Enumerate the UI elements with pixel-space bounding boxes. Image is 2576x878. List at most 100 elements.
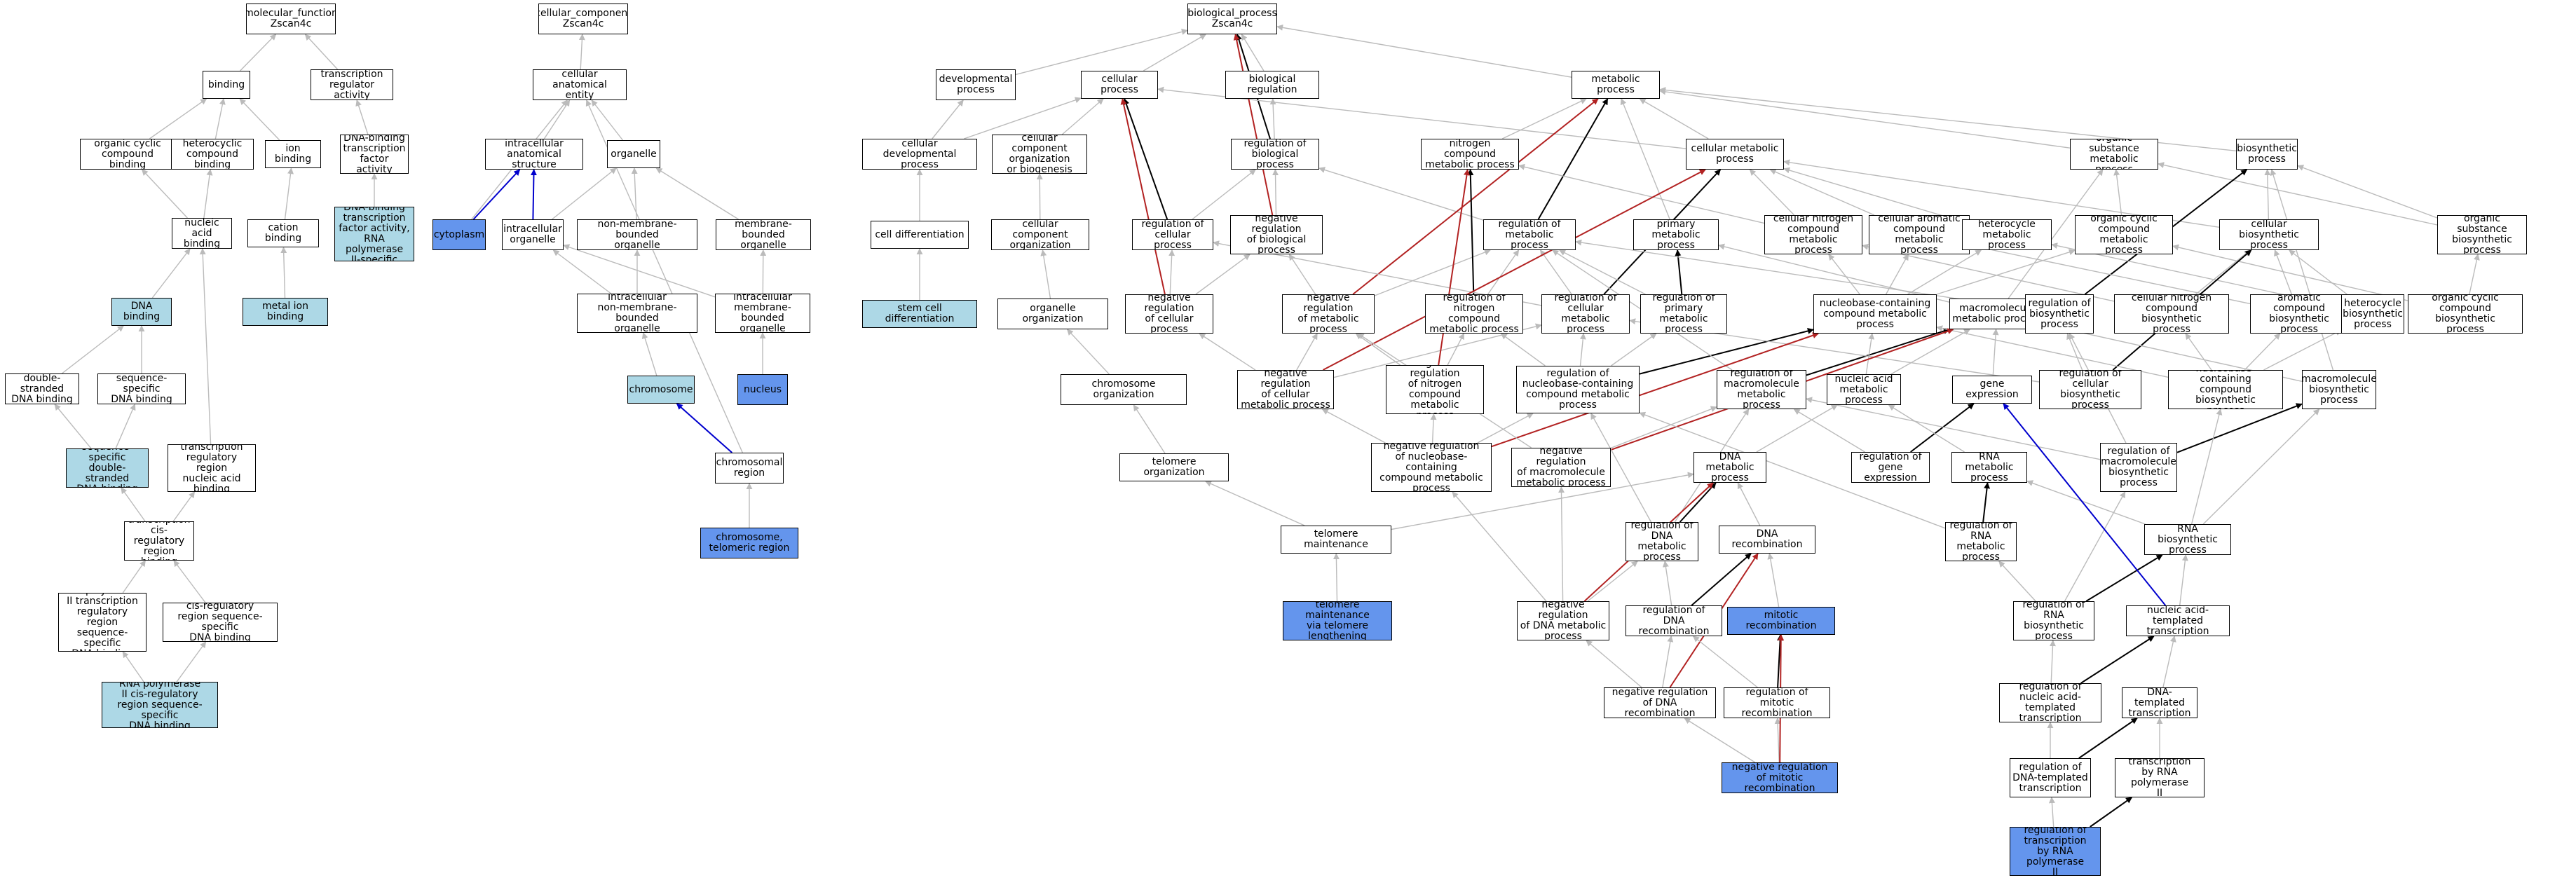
go-term-metp[interactable]: metabolic process <box>1572 71 1660 99</box>
go-term-regpmp[interactable]: regulation of primary metabolic process <box>1640 294 1727 334</box>
go-term-ias[interactable]: intracellular anatomical structure <box>485 139 583 170</box>
go-term-negregdnarec[interactable]: negative regulation of DNA recombination <box>1604 687 1716 718</box>
go-term-regdnamp[interactable]: regulation of DNA metabolic process <box>1626 522 1698 561</box>
go-term-celldevp[interactable]: cellular developmental process <box>862 139 977 170</box>
go-term-bioreg[interactable]: biological regulation <box>1225 71 1319 99</box>
go-term-cellp[interactable]: cellular process <box>1081 71 1158 99</box>
go-term-inmbo[interactable]: intracellular non-membrane-bounded organ… <box>577 294 697 333</box>
go-term-rnamp[interactable]: RNA metabolic process <box>1951 452 2027 483</box>
go-term-ssds[interactable]: sequence-specific double-stranded DNA bi… <box>66 448 149 488</box>
go-term-negregdnamp[interactable]: negative regulation of DNA metabolic pro… <box>1517 601 1609 640</box>
go-term-oo[interactable]: organelle organization <box>997 299 1108 329</box>
go-term-negregcp[interactable]: negative regulation of cellular process <box>1125 294 1213 334</box>
go-term-dnab[interactable]: DNA binding <box>111 298 172 326</box>
go-term-dsdna[interactable]: double-stranded DNA binding <box>5 373 79 404</box>
go-term-cmp[interactable]: cellular metabolic process <box>1686 139 1784 170</box>
go-term-reggeneexp[interactable]: regulation of gene expression <box>1851 452 1930 483</box>
go-term-regmbp[interactable]: regulation of macromolecule biosynthetic… <box>2100 443 2177 492</box>
go-term-cae[interactable]: cellular anatomical entity <box>533 69 627 100</box>
go-term-regcbp[interactable]: regulation of cellular biosynthetic proc… <box>2039 370 2141 409</box>
go-term-namp[interactable]: nucleic acid metabolic process <box>1827 374 1901 405</box>
go-term-regmp[interactable]: regulation of metabolic process <box>1483 219 1576 250</box>
go-term-regcp[interactable]: regulation of cellular process <box>1132 219 1213 250</box>
go-term-cncmp[interactable]: cellular nitrogen compound metabolic pro… <box>1764 215 1862 254</box>
go-term-regnatt[interactable]: regulation of nucleic acid-templated tra… <box>1999 683 2101 722</box>
go-term-cco[interactable]: cellular component organization <box>991 219 1089 250</box>
go-term-nmbo[interactable]: non-membrane-bounded organelle <box>577 219 697 250</box>
go-term-rnap2cis[interactable]: RNA polymerase II cis-regulatory region … <box>102 682 218 728</box>
go-term-regnbcmp[interactable]: regulation of nucleobase-containing comp… <box>1516 366 1640 413</box>
go-term-regncmp[interactable]: regulation of nitrogen compound metaboli… <box>1425 294 1523 334</box>
go-term-dnamp[interactable]: DNA metabolic process <box>1694 452 1766 483</box>
go-term-imbo[interactable]: intracellular membrane-bounded organelle <box>715 294 810 333</box>
go-term-dbtfa[interactable]: DNA-binding transcription factor activit… <box>340 135 409 174</box>
go-term-negregnbc[interactable]: negative regulation of nucleobase-contai… <box>1371 443 1492 492</box>
go-term-dnarec[interactable]: DNA recombination <box>1719 526 1815 554</box>
go-term-cc[interactable]: cellular_component Zscan4c <box>538 4 628 34</box>
go-term-negregbp[interactable]: negative regulation of biological proces… <box>1230 215 1323 254</box>
go-term-rnap2[interactable]: RNA polymerase II transcription regulato… <box>58 593 146 652</box>
go-term-regdnarec[interactable]: regulation of DNA recombination <box>1626 605 1722 636</box>
go-term-cacmp[interactable]: cellular aromatic compound metabolic pro… <box>1869 215 1970 254</box>
go-term-catb[interactable]: cation binding <box>247 219 319 247</box>
go-term-ocb[interactable]: organic cyclic compound binding <box>80 139 175 170</box>
go-term-occbp[interactable]: organic cyclic compound biosynthetic pro… <box>2408 294 2523 334</box>
go-term-nucleus[interactable]: nucleus <box>737 374 788 405</box>
go-term-trnap2[interactable]: transcription by RNA polymerase II <box>2115 758 2204 797</box>
go-term-negregmmp[interactable]: negative regulation of macromolecule met… <box>1511 448 1611 487</box>
go-term-metb[interactable]: metal ion binding <box>243 298 328 326</box>
go-term-occmp[interactable]: organic cyclic compound metabolic proces… <box>2075 215 2173 254</box>
go-term-cbp[interactable]: cellular biosynthetic process <box>2219 219 2319 250</box>
go-term-mitrec[interactable]: mitotic recombination <box>1727 607 1835 635</box>
go-term-negregncmp[interactable]: negative regulation of nitrogen compound… <box>1386 365 1484 414</box>
go-term-regtrnap2[interactable]: regulation of transcription by RNA polym… <box>2010 827 2101 876</box>
go-term-ssdna[interactable]: sequence-specific DNA binding <box>97 373 186 404</box>
go-term-regmitrec[interactable]: regulation of mitotic recombination <box>1724 687 1830 718</box>
go-term-mbp[interactable]: macromolecule biosynthetic process <box>2302 370 2376 409</box>
go-term-mbo[interactable]: membrane-bounded organelle <box>716 219 811 250</box>
go-term-mf[interactable]: molecular_function Zscan4c <box>246 4 336 34</box>
go-term-cncbp[interactable]: cellular nitrogen compound biosynthetic … <box>2114 294 2229 334</box>
go-term-cisreg[interactable]: cis-regulatory region sequence-specific … <box>163 603 278 642</box>
go-term-dnatt[interactable]: DNA-templated transcription <box>2122 687 2197 718</box>
go-term-cytoplasm[interactable]: cytoplasm <box>432 219 486 250</box>
go-term-trrna[interactable]: transcription regulatory region nucleic … <box>168 444 256 492</box>
go-term-hcb[interactable]: heterocyclic compound binding <box>171 139 254 170</box>
go-term-regbsp[interactable]: regulation of biosynthetic process <box>2025 294 2094 334</box>
go-term-chromosome[interactable]: chromosome <box>627 376 695 404</box>
go-term-natt[interactable]: nucleic acid-templated transcription <box>2126 605 2230 636</box>
go-term-chrreg[interactable]: chromosomal region <box>715 453 784 483</box>
go-term-pmp[interactable]: primary metabolic process <box>1633 219 1719 250</box>
go-term-negregcmp[interactable]: negative regulation of cellular metaboli… <box>1237 370 1334 409</box>
go-term-regrnamp[interactable]: regulation of RNA metabolic process <box>1945 522 2017 561</box>
go-term-tra[interactable]: transcription regulator activity <box>311 69 393 100</box>
go-term-telorg[interactable]: telomere organization <box>1119 453 1229 481</box>
go-term-tcis[interactable]: transcription cis-regulatory region bind… <box>124 521 194 561</box>
go-term-ionb[interactable]: ion binding <box>265 140 321 168</box>
go-term-regdnatt[interactable]: regulation of DNA-templated transcriptio… <box>2010 758 2091 797</box>
go-term-ncmp[interactable]: nitrogen compound metabolic process <box>1421 139 1519 170</box>
go-term-dbtfa2[interactable]: DNA-binding transcription factor activit… <box>334 207 414 261</box>
go-term-regmmp[interactable]: regulation of macromolecule metabolic pr… <box>1717 370 1806 409</box>
go-term-acbp[interactable]: aromatic compound biosynthetic process <box>2250 294 2348 334</box>
go-term-geneexp[interactable]: gene expression <box>1952 376 2032 404</box>
go-term-biosyn[interactable]: biosynthetic process <box>2236 139 2298 170</box>
go-term-osmp[interactable]: organic substance metabolic process <box>2070 139 2158 170</box>
go-term-celldiff[interactable]: cell differentiation <box>871 221 969 249</box>
go-term-bp[interactable]: biological_process Zscan4c <box>1187 4 1277 34</box>
go-term-nbcmp[interactable]: nucleobase-containing compound metabolic… <box>1813 294 1937 334</box>
go-term-regcmp[interactable]: regulation of cellular metabolic process <box>1541 294 1630 334</box>
go-term-io[interactable]: intracellular organelle <box>502 219 564 250</box>
go-term-regbp[interactable]: regulation of biological process <box>1231 139 1319 170</box>
go-term-chro[interactable]: chromosome organization <box>1061 374 1187 405</box>
go-term-negregmitrec[interactable]: negative regulation of mitotic recombina… <box>1722 762 1838 793</box>
go-term-osbp[interactable]: organic substance biosynthetic process <box>2437 215 2527 254</box>
go-term-scd[interactable]: stem cell differentiation <box>862 300 977 328</box>
go-term-tmtl[interactable]: telomere maintenance via telomere length… <box>1283 601 1392 640</box>
go-term-regrnabp[interactable]: regulation of RNA biosynthetic process <box>2013 601 2094 640</box>
go-term-ccob[interactable]: cellular component organization or bioge… <box>992 135 1087 174</box>
go-term-organelle[interactable]: organelle <box>607 140 660 168</box>
go-term-rnabp[interactable]: RNA biosynthetic process <box>2144 524 2231 555</box>
go-term-telreg[interactable]: chromosome, telomeric region <box>700 528 798 558</box>
go-term-negregmp[interactable]: negative regulation of metabolic process <box>1282 294 1375 334</box>
